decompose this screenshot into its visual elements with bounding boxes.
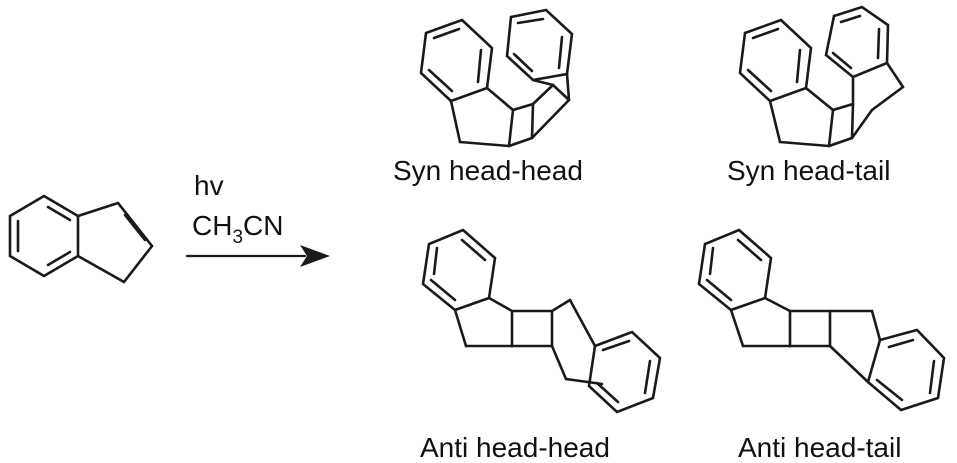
condition-light: hv xyxy=(194,170,224,201)
indene-reactant xyxy=(8,194,154,284)
anti-head-head-structure xyxy=(421,228,662,414)
product-label-anti-head-tail: Anti head-tail xyxy=(738,432,901,463)
product-label-anti-head-head: Anti head-head xyxy=(420,432,610,463)
condition-solvent: CH3CN xyxy=(192,210,283,248)
syn-head-tail-structure xyxy=(738,5,905,148)
product-label-syn-head-tail: Syn head-tail xyxy=(727,155,890,186)
product-label-syn-head-head: Syn head-head xyxy=(393,155,583,186)
reaction-arrow xyxy=(185,245,330,267)
syn-head-head-structure xyxy=(419,8,574,148)
anti-head-tail-structure xyxy=(697,228,946,412)
